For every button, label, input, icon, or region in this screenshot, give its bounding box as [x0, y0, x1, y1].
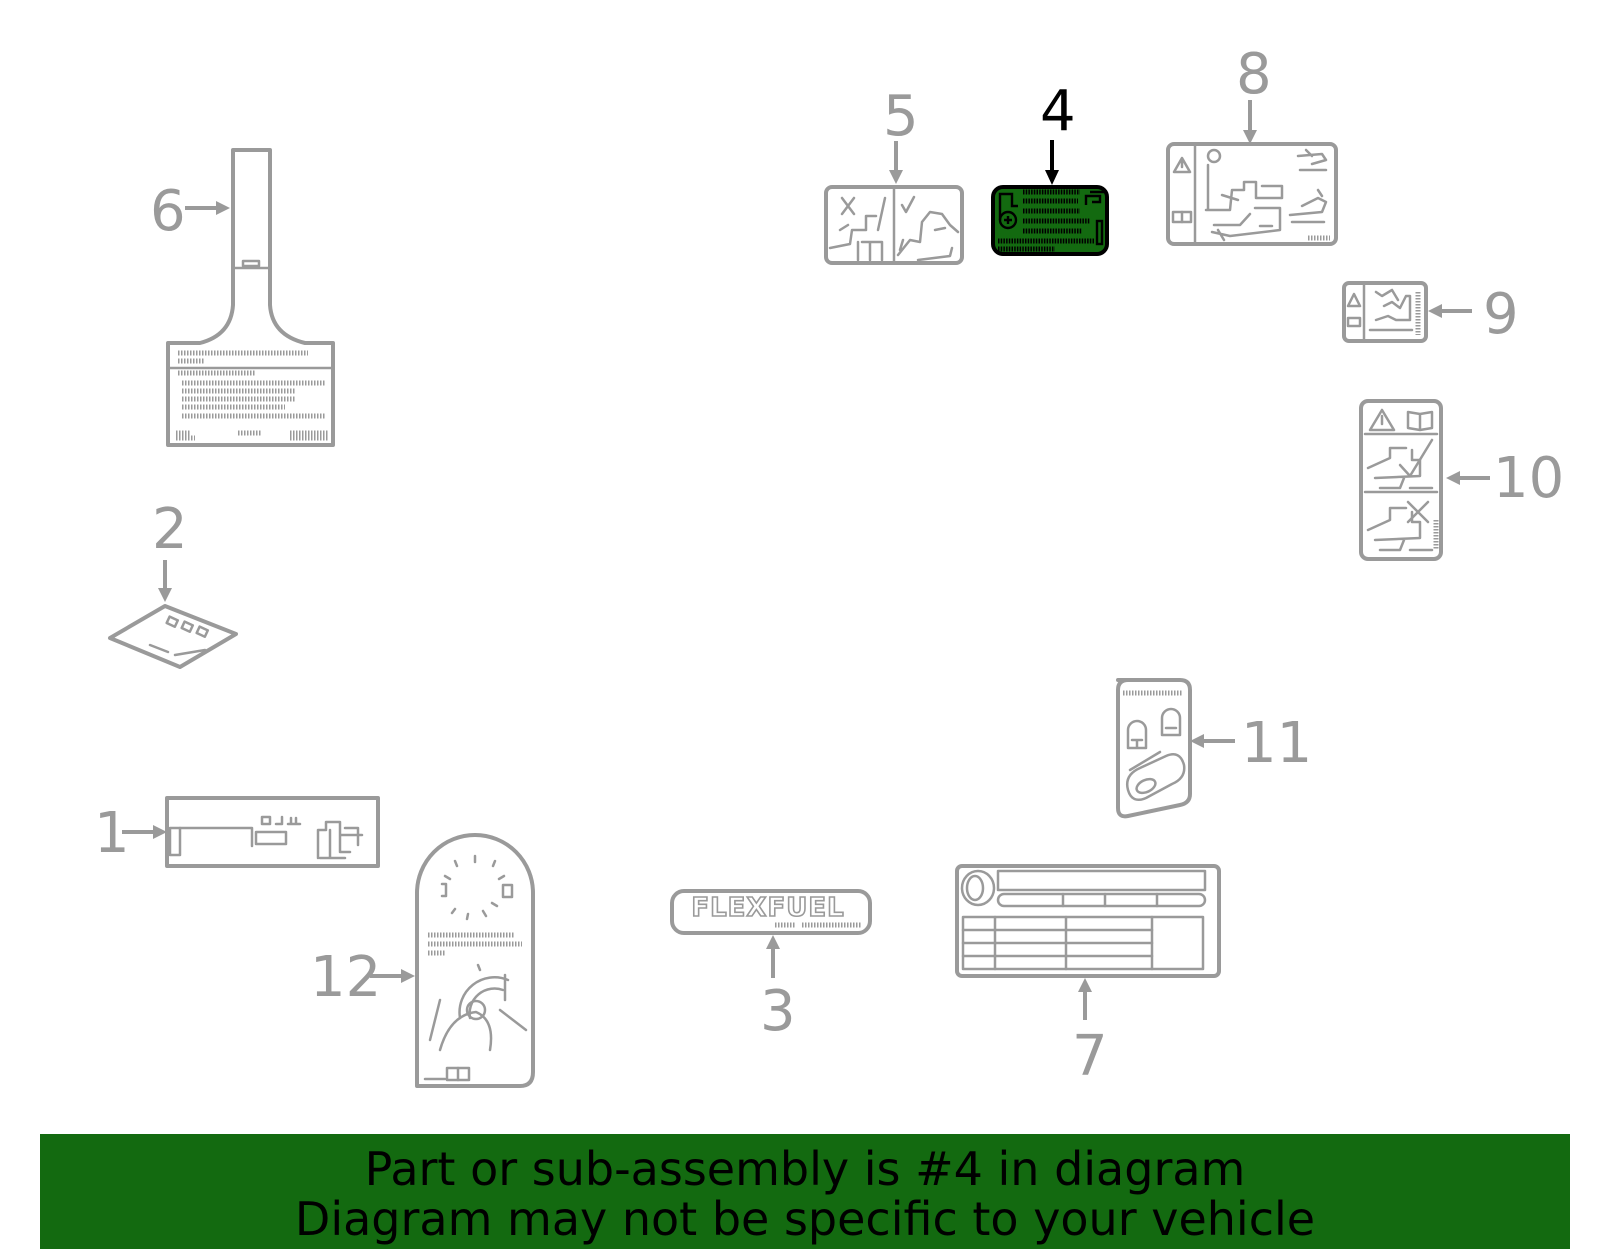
- part-2-label[interactable]: [108, 604, 238, 669]
- callout-5-number: 5: [883, 84, 919, 149]
- callout-7-number: 7: [1072, 1024, 1108, 1089]
- part-7-label[interactable]: [955, 864, 1221, 978]
- part-1-label[interactable]: [165, 796, 380, 868]
- banner-line-2: Diagram may not be specific to your vehi…: [294, 1192, 1316, 1246]
- part-11-label[interactable]: [1116, 678, 1192, 819]
- callout-12: 12: [310, 945, 415, 1010]
- info-banner: Part or sub-assembly is #4 in diagram Di…: [40, 1134, 1570, 1249]
- callout-9: 9: [1428, 282, 1519, 347]
- callout-4-number: 4: [1040, 79, 1076, 144]
- callout-8: 8: [1236, 42, 1272, 144]
- callout-11: 11: [1190, 711, 1312, 776]
- callout-10: 10: [1446, 446, 1564, 511]
- part-4-label-highlighted[interactable]: [991, 185, 1109, 256]
- part-3-flexfuel-badge[interactable]: FLEXFUEL: [670, 889, 872, 935]
- callout-3: 3: [760, 935, 796, 1044]
- callout-12-number: 12: [310, 945, 381, 1010]
- callout-11-number: 11: [1241, 711, 1312, 776]
- callout-3-number: 3: [760, 979, 796, 1044]
- part-12-label[interactable]: [415, 833, 535, 1088]
- callout-6: 6: [150, 179, 230, 244]
- callout-9-number: 9: [1483, 282, 1519, 347]
- part-6-label[interactable]: [166, 148, 335, 447]
- callout-6-number: 6: [150, 179, 186, 244]
- part-8-label[interactable]: [1166, 142, 1338, 246]
- callout-2: 2: [152, 497, 188, 602]
- callout-1: 1: [94, 801, 167, 866]
- callout-7: 7: [1072, 978, 1108, 1089]
- flexfuel-text: FLEXFUEL: [691, 893, 844, 923]
- callout-4: 4: [1040, 79, 1076, 185]
- banner-line-1: Part or sub-assembly is #4 in diagram: [364, 1142, 1246, 1196]
- part-9-label[interactable]: [1342, 281, 1428, 343]
- part-10-label[interactable]: [1359, 399, 1443, 561]
- callout-2-number: 2: [152, 497, 188, 562]
- callout-8-number: 8: [1236, 42, 1272, 107]
- callout-10-number: 10: [1493, 446, 1564, 511]
- part-5-label[interactable]: [824, 185, 964, 265]
- callout-5: 5: [883, 84, 919, 184]
